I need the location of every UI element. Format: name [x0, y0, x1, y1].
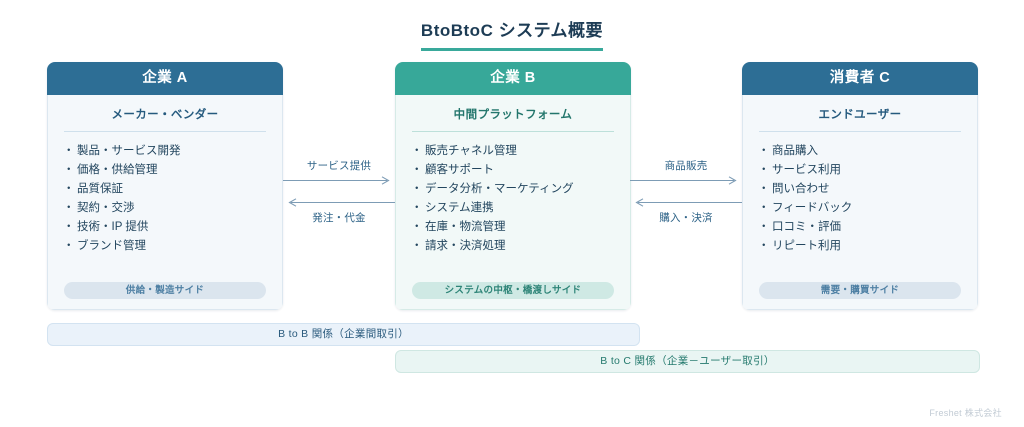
entity-box-company-b: 企業 B 中間プラットフォーム 販売チャネル管理 顧客サポート データ分析・マー… — [395, 62, 631, 310]
list-item: 販売チャネル管理 — [411, 142, 614, 161]
box-body-consumer-c: エンドユーザー 商品購入 サービス利用 問い合わせ フィードバック 口コミ・評価… — [742, 95, 978, 310]
list-item: 価格・供給管理 — [63, 161, 266, 180]
list-item: 顧客サポート — [411, 161, 614, 180]
list-item: サービス利用 — [758, 161, 961, 180]
box-body-company-b: 中間プラットフォーム 販売チャネル管理 顧客サポート データ分析・マーケティング… — [395, 95, 631, 310]
arrow-label-order-payment: 発注・代金 — [312, 212, 366, 224]
page-title-container: BtoBtoC システム概要 — [0, 16, 1024, 51]
list-item: 請求・決済処理 — [411, 237, 614, 256]
entity-box-consumer-c: 消費者 C エンドユーザー 商品購入 サービス利用 問い合わせ フィードバック … — [742, 62, 978, 310]
list-item: フィードバック — [758, 199, 961, 218]
list-item: 問い合わせ — [758, 180, 961, 199]
box-subtitle-company-b: 中間プラットフォーム — [412, 106, 614, 132]
box-subtitle-company-a: メーカー・ベンダー — [64, 106, 266, 132]
box-footer-badge-company-b: システムの中枢・橋渡しサイド — [412, 282, 614, 299]
box-body-company-a: メーカー・ベンダー 製品・サービス開発 価格・供給管理 品質保証 契約・交渉 技… — [47, 95, 283, 310]
box-header-company-b: 企業 B — [395, 62, 631, 95]
page-title: BtoBtoC システム概要 — [420, 16, 604, 51]
relation-bar-btob: B to B 関係（企業間取引） — [47, 323, 640, 346]
box-header-consumer-c: 消費者 C — [742, 62, 978, 95]
list-item: 契約・交渉 — [63, 199, 266, 218]
list-item: データ分析・マーケティング — [411, 180, 614, 199]
entity-box-company-a: 企業 A メーカー・ベンダー 製品・サービス開発 価格・供給管理 品質保証 契約… — [47, 62, 283, 310]
arrow-label-product-sales: 商品販売 — [664, 160, 708, 172]
list-item: ブランド管理 — [63, 237, 266, 256]
arrow-group-a-to-b: サービス提供 発注・代金 — [283, 150, 395, 230]
list-item: 在庫・物流管理 — [411, 218, 614, 237]
list-item: 品質保証 — [63, 180, 266, 199]
box-item-list-consumer-c: 商品購入 サービス利用 問い合わせ フィードバック 口コミ・評価 リピート利用 — [758, 132, 961, 256]
box-footer-badge-consumer-c: 需要・購買サイド — [759, 282, 961, 299]
list-item: 技術・IP 提供 — [63, 218, 266, 237]
box-header-company-a: 企業 A — [47, 62, 283, 95]
arrow-right-icon — [630, 176, 737, 185]
list-item: 商品購入 — [758, 142, 961, 161]
arrow-right-icon — [283, 176, 390, 185]
arrow-label-service-provision: サービス提供 — [306, 160, 372, 172]
box-item-list-company-a: 製品・サービス開発 価格・供給管理 品質保証 契約・交渉 技術・IP 提供 ブラ… — [63, 132, 266, 256]
arrow-left-icon — [635, 198, 742, 207]
arrow-group-b-to-c: 商品販売 購入・決済 — [630, 150, 742, 230]
box-subtitle-consumer-c: エンドユーザー — [759, 106, 961, 132]
arrow-left-icon — [288, 198, 395, 207]
box-item-list-company-b: 販売チャネル管理 顧客サポート データ分析・マーケティング システム連携 在庫・… — [411, 132, 614, 256]
relation-bar-btoc: B to C 関係（企業－ユーザー取引） — [395, 350, 980, 373]
list-item: リピート利用 — [758, 237, 961, 256]
box-footer-badge-company-a: 供給・製造サイド — [64, 282, 266, 299]
list-item: 製品・サービス開発 — [63, 142, 266, 161]
list-item: 口コミ・評価 — [758, 218, 961, 237]
arrow-label-purchase-settlement: 購入・決済 — [659, 212, 713, 224]
list-item: システム連携 — [411, 199, 614, 218]
footer-credit: Freshet 株式会社 — [929, 408, 1002, 418]
